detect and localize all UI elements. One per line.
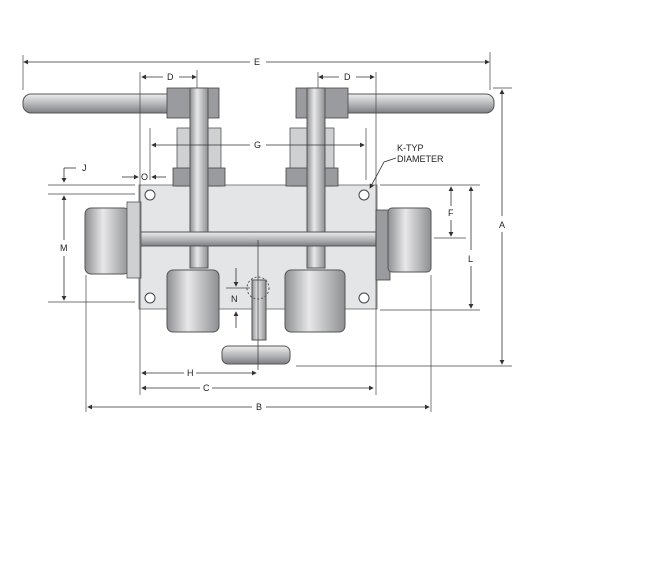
dim-label-j: J [82,163,87,173]
dim-label-m: M [60,243,68,253]
dim-label-e: E [254,57,260,67]
right-handle [295,87,495,119]
vent-valve [221,240,291,370]
dim-label-l: L [468,254,473,264]
left-bottom-nut [166,269,220,333]
dim-label-g: G [254,140,261,150]
left-bonnet [172,87,226,269]
dim-label-d-left: D [167,72,174,82]
extension-lines [22,52,512,412]
right-fitting [375,207,432,281]
dim-label-n: N [231,294,238,304]
dimension-lines [23,59,505,410]
left-fitting [84,201,142,279]
right-bonnet [285,87,339,269]
dim-label-c: C [203,383,210,393]
dim-label-b: B [256,402,262,412]
dim-label-h: H [187,368,194,378]
mounting-holes [144,189,370,304]
dim-label-o: O [141,172,148,182]
right-bottom-nut [284,269,346,333]
callout-k-typ: K-TYP [397,143,424,153]
dim-label-d-right: D [344,72,351,82]
callout-diameter: DIAMETER [397,154,444,164]
dim-label-f: F [448,208,454,218]
dim-label-a: A [499,220,505,230]
